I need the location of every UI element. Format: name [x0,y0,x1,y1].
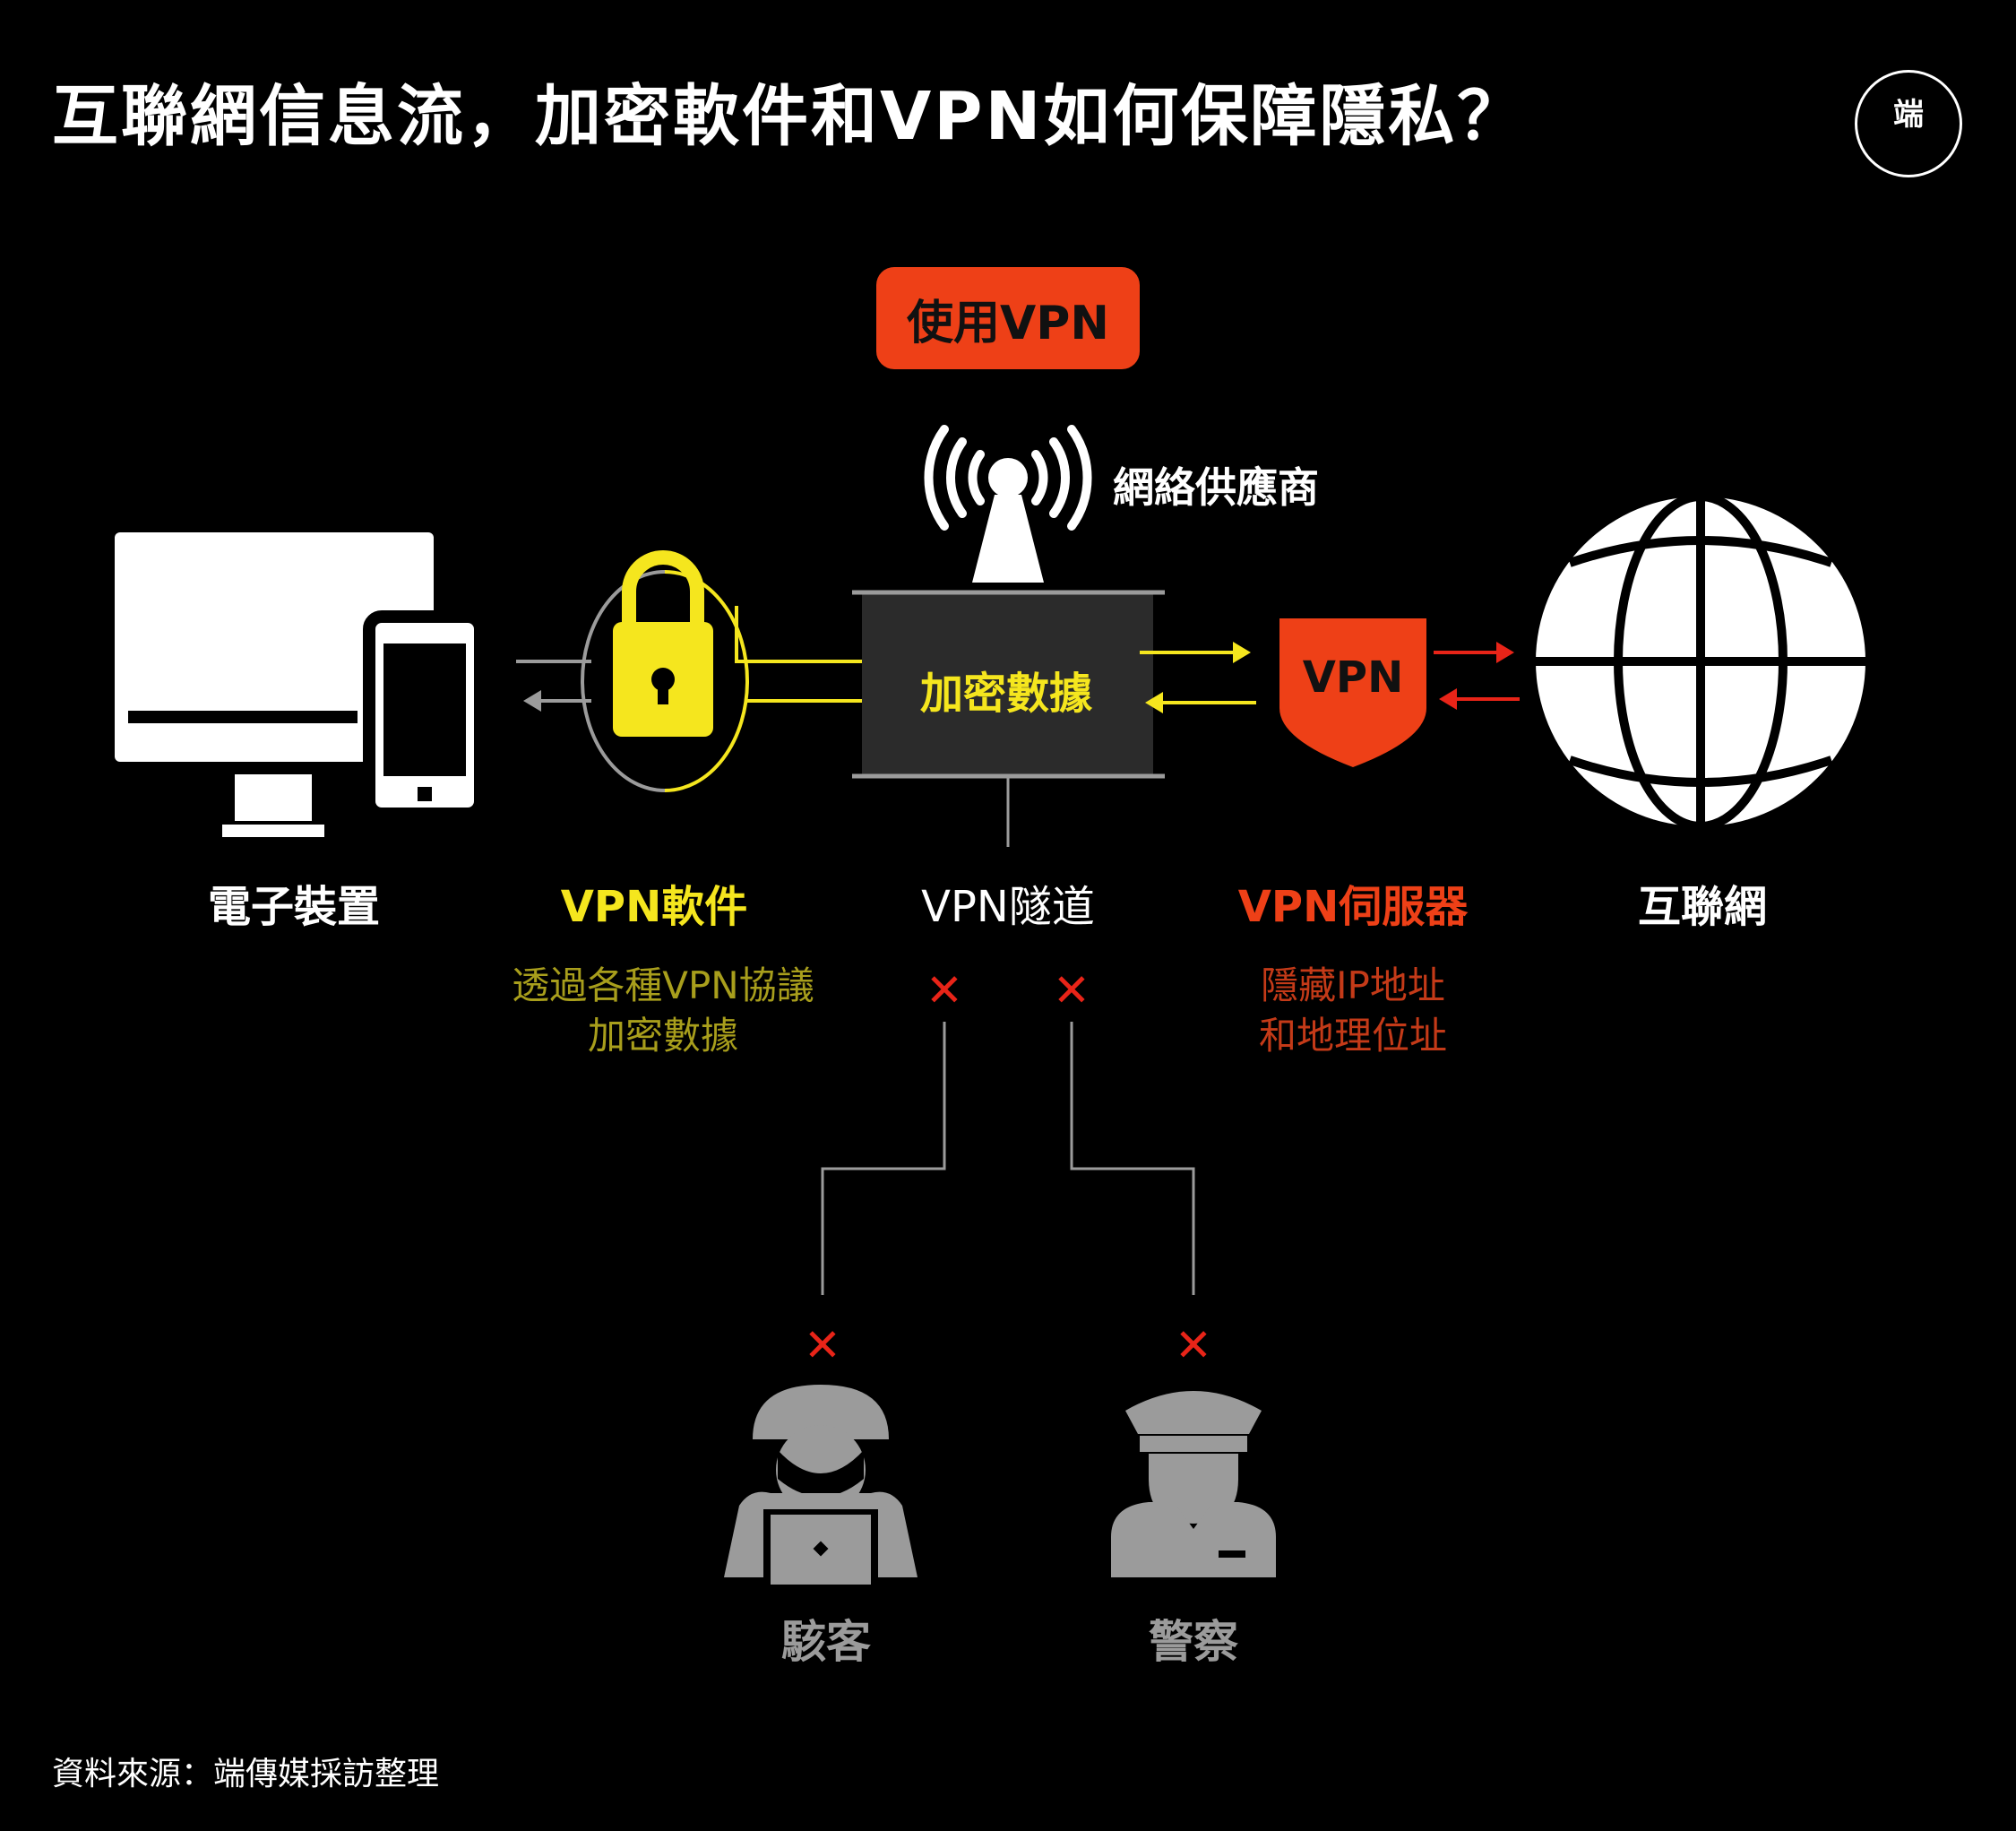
source-note: 資料來源：端傳媒採訪整理 [52,1756,440,1792]
vpn-server-label: VPN伺服器 [1237,882,1469,932]
software-desc-line: 加密數據 [587,1014,738,1058]
page-title: 互聯網信息流，加密軟件和VPN如何保障隱私？ [52,78,1527,155]
broadcast-tower-icon [924,425,1092,583]
device-label: 電子裝置 [207,882,380,932]
vpn-software-label: VPN軟件 [560,882,748,932]
police-label: 警察 [1149,1616,1238,1668]
internet-label: 互聯網 [1637,882,1767,932]
software-desc-line: 透過各種VPN協議 [512,963,814,1007]
encrypted-data-box [852,590,1165,847]
hacker-icon [724,1385,918,1588]
shield-icon [1279,618,1426,767]
mobile-phone-icon [363,610,487,820]
globe-icon [1529,489,1873,833]
software-to-box-arrow [735,606,882,672]
police-officer-icon [1111,1391,1276,1577]
isp-label: 網絡供應商 [1113,463,1319,512]
blocked-mark: ✕ [1175,1319,1212,1371]
blocked-mark: ✕ [804,1319,841,1371]
computer-monitor-icon [115,532,434,837]
hacker-label: 駭客 [781,1616,871,1668]
logo-mark: 端 [1893,97,1924,133]
server-desc-line: 和地理位址 [1258,1014,1447,1058]
vpn-tunnel-label: VPN隧道 [921,882,1095,932]
encrypted-data-label: 加密數據 [919,669,1092,719]
use-vpn-badge: 使用VPN [876,267,1140,369]
software-description: 透過各種VPN協議 加密數據 [484,961,842,1061]
blocked-mark: ✕ [1053,964,1090,1016]
server-description: 隱藏IP地址 和地理位址 [1219,961,1487,1061]
padlock-icon [613,550,713,737]
brand-logo: 端 [1855,70,1962,177]
vpn-shield-label: VPN [1302,652,1404,703]
tunnel-to-hacker-line [821,1022,946,1295]
server-desc-line: 隱藏IP地址 [1261,963,1445,1007]
tunnel-to-police-line [1070,1022,1195,1295]
blocked-mark: ✕ [926,964,963,1016]
